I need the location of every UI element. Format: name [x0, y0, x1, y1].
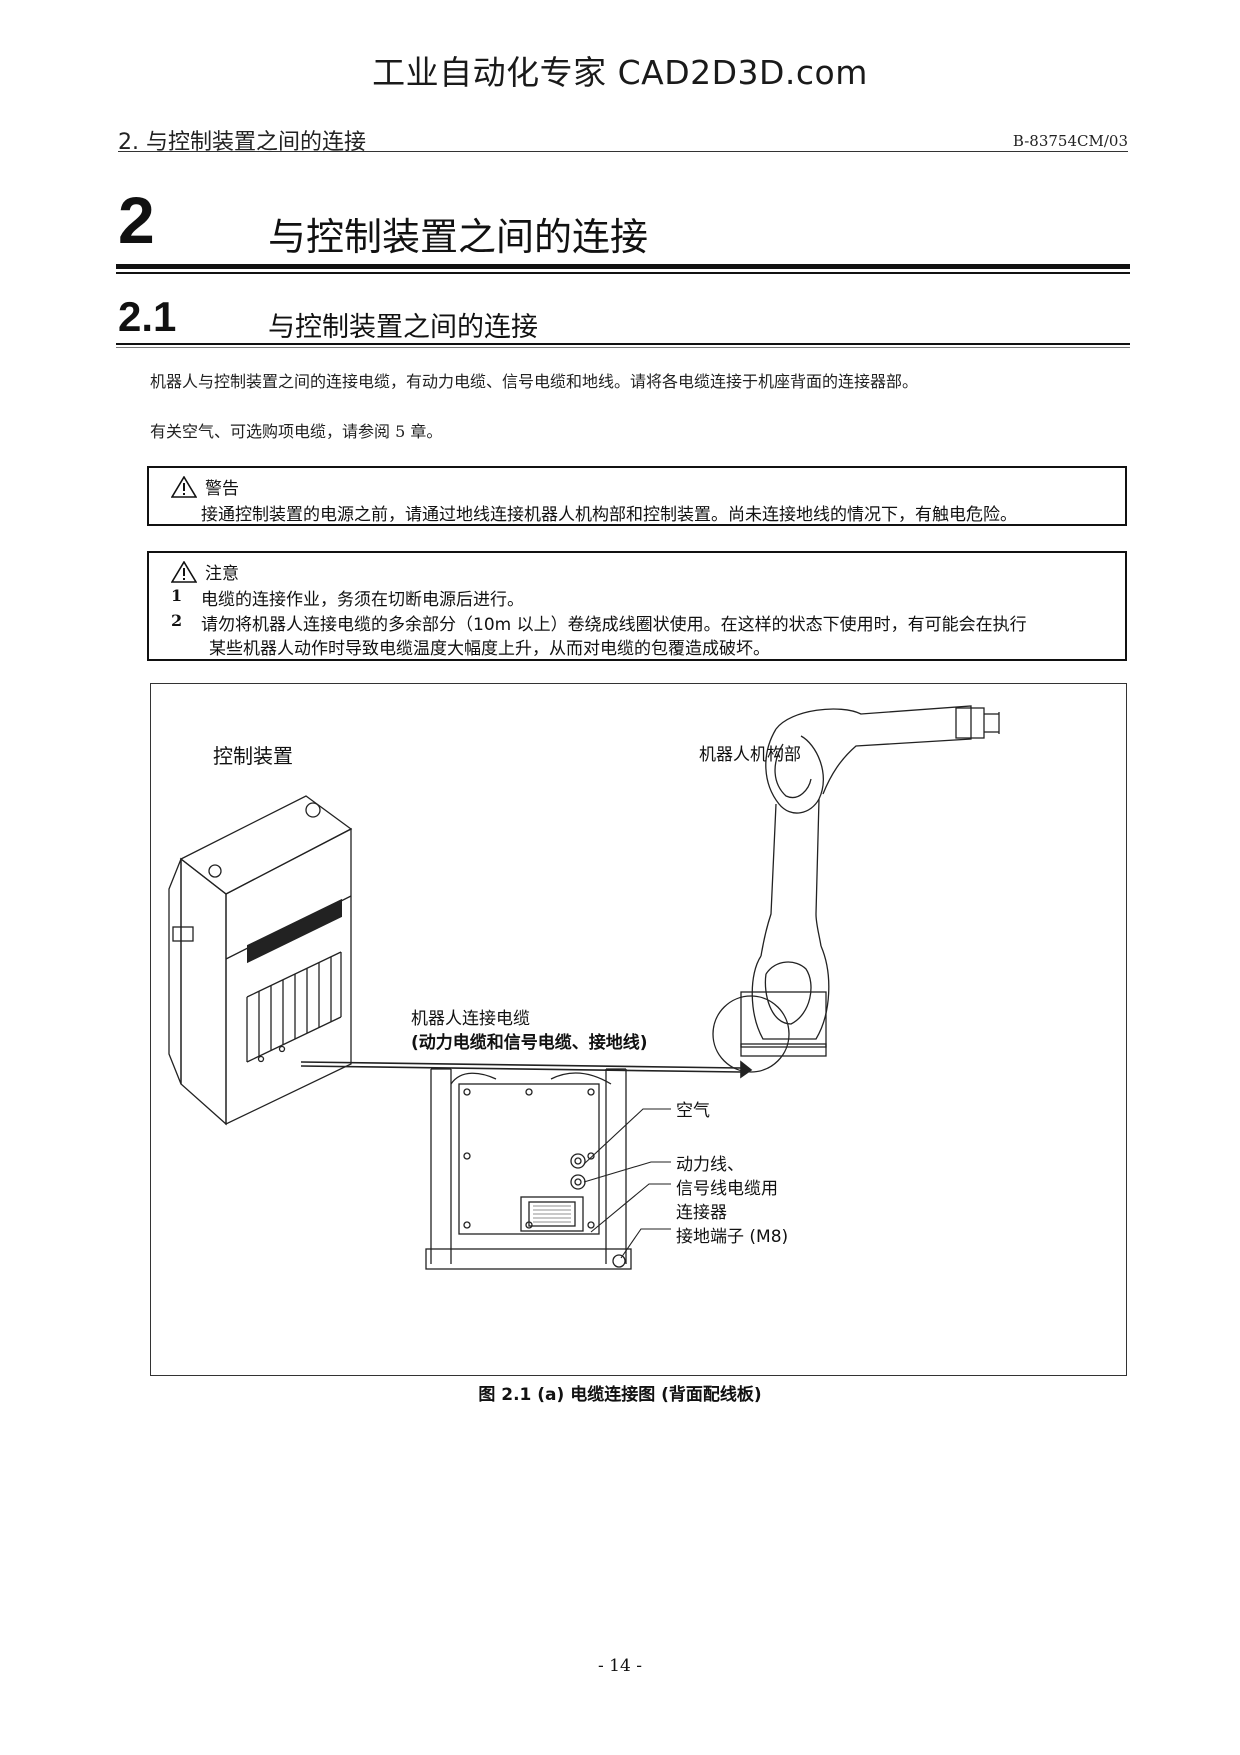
figure-drawing: [168, 705, 1000, 1270]
chapter-rule-thin: [116, 272, 1130, 274]
caution-item-2-num: 2: [171, 611, 183, 630]
warning-heading: 警告: [205, 479, 239, 499]
figure-caption: 图 2.1 (a) 电缆连接图 (背面配线板): [478, 1385, 762, 1405]
document-number: B-83754CM/03: [1012, 132, 1128, 150]
caution-item-1-text: 电缆的连接作业，务须在切断电源后进行。: [201, 590, 524, 610]
warning-text: 接通控制装置的电源之前，请通过地线连接机器人机构部和控制装置。尚未连接地线的情况…: [201, 505, 1017, 525]
leader-lines: [583, 1108, 671, 1259]
chapter-rule: [116, 264, 1130, 269]
warning-box: 警告 接通控制装置的电源之前，请通过地线连接机器人机构部和控制装置。尚未连接地线…: [147, 466, 1127, 526]
section-title: 与控制装置之间的连接: [268, 312, 538, 343]
caution-triangle-icon: [170, 560, 198, 583]
label-cable-line2: (动力电缆和信号电缆、接地线): [411, 1033, 648, 1053]
label-connector-line1: 动力线、: [676, 1155, 744, 1175]
caution-item-2-continuation: 某些机器人动作时导致电缆温度大幅度上升，从而对电缆的包覆造成破坏。: [209, 639, 770, 659]
label-cable-line1: 机器人连接电缆: [411, 1009, 530, 1029]
label-robot: 机器人机构部: [699, 745, 801, 765]
label-air: 空气: [676, 1101, 710, 1121]
back-panel-drawing: [425, 1068, 632, 1270]
warning-triangle-icon: [170, 475, 198, 498]
label-connector-line2: 信号线电缆用: [676, 1179, 778, 1199]
controller-cabinet-drawing: [168, 795, 353, 1126]
robot-connection-cable-drawing: [300, 1060, 753, 1079]
section-rule: [116, 343, 1130, 345]
chapter-number: 2: [118, 183, 155, 257]
caution-item-1-num: 1: [171, 586, 183, 605]
caution-box: 注意 1 电缆的连接作业，务须在切断电源后进行。 2 请勿将机器人连接电缆的多余…: [147, 551, 1127, 661]
paragraph-intro: 机器人与控制装置之间的连接电缆，有动力电缆、信号电缆和地线。请将各电缆连接于机座…: [150, 372, 919, 391]
section-number: 2.1: [118, 293, 177, 340]
paragraph-reference: 有关空气、可选购项电缆，请参阅 5 章。: [150, 422, 443, 441]
running-header-title: 2. 与控制装置之间的连接: [118, 130, 366, 155]
label-ground: 接地端子 (M8): [676, 1227, 789, 1247]
caution-heading-row: 注意: [170, 559, 239, 584]
warning-heading-row: 警告: [170, 474, 239, 499]
caution-heading: 注意: [205, 564, 239, 584]
label-connector-line3: 连接器: [676, 1203, 727, 1223]
label-controller: 控制装置: [213, 744, 293, 768]
chapter-title: 与控制装置之间的连接: [268, 215, 649, 259]
cable-connection-figure: 控制装置 机器人机构部 机器人连接电缆 (动力电缆和信号电缆、接地线) 空气 动…: [150, 683, 1127, 1376]
robot-arm-drawing: [712, 705, 1000, 1073]
page-number: - 14 -: [598, 1656, 642, 1676]
section-rule-thin: [116, 347, 1130, 348]
header-rule: [118, 151, 1128, 152]
caution-item-2-text: 请勿将机器人连接电缆的多余部分（10m 以上）卷绕成线圈状使用。在这样的状态下使…: [201, 615, 1027, 635]
watermark: 工业自动化专家 CAD2D3D.com: [372, 53, 868, 92]
